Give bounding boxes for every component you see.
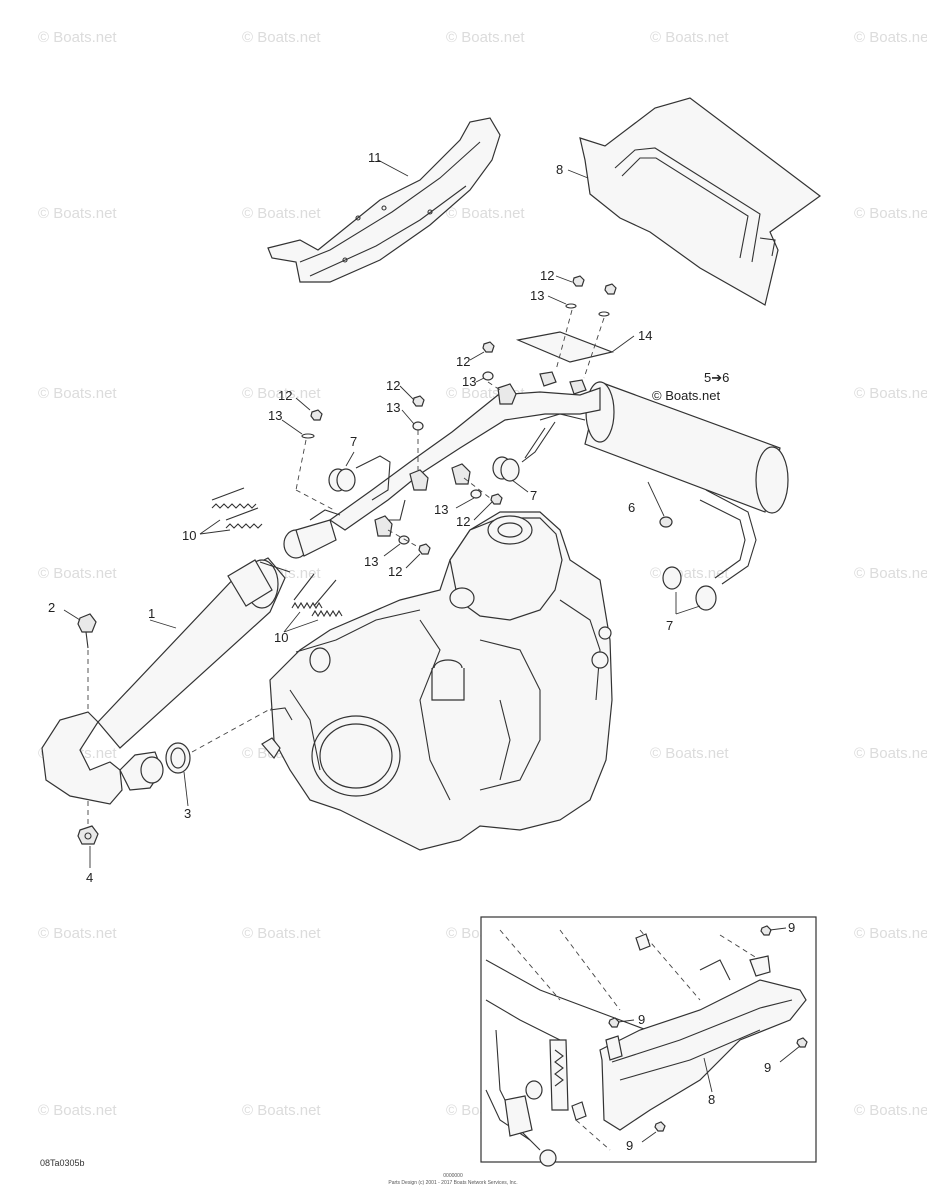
- callout-12: 12: [386, 378, 400, 393]
- header-label: © Boats.net: [652, 388, 721, 403]
- footer: 08Ta0305b 0000000 Parts Design (c) 2001 …: [40, 1158, 518, 1186]
- watermark: © Boats.net: [854, 29, 927, 46]
- exhaust-gasket: [165, 707, 273, 807]
- watermark: © Boats.net: [242, 1102, 321, 1119]
- callout-7: 7: [350, 434, 357, 449]
- watermark: © Boats.net: [854, 925, 927, 942]
- callout-14: 14: [638, 328, 652, 343]
- watermark: © Boats.net: [38, 1102, 117, 1119]
- callout-12: 12: [456, 514, 470, 529]
- callout-3: 3: [184, 806, 191, 821]
- callout-12: 12: [278, 388, 292, 403]
- callout-6: 6: [628, 500, 635, 515]
- callout-labels: 11 8 12 13 14 12 13 5➔6 © Boats.net 12 1…: [48, 150, 795, 1153]
- callout-13: 13: [434, 502, 448, 517]
- muffler: [521, 381, 789, 585]
- watermark: © Boats.net: [38, 565, 117, 582]
- heat-shield-upper: [267, 117, 501, 283]
- exhaust-pipe: [41, 557, 291, 805]
- callout-11: 11: [368, 150, 382, 165]
- callout-13: 13: [462, 374, 476, 389]
- footer-id: 0000000: [443, 1173, 463, 1179]
- rubber-mount-middle: [492, 456, 529, 493]
- watermark: © Boats.net: [650, 565, 729, 582]
- callout-7: 7: [666, 618, 673, 633]
- callout-9: 9: [626, 1138, 633, 1153]
- watermark: © Boats.net: [38, 925, 117, 942]
- callout-10: 10: [182, 528, 196, 543]
- pipe-clamp: [283, 509, 341, 559]
- watermark: © Boats.net: [446, 29, 525, 46]
- watermark: © Boats.net: [242, 925, 321, 942]
- callout-9: 9: [788, 920, 795, 935]
- callout-13: 13: [530, 288, 544, 303]
- callout-12: 12: [540, 268, 554, 283]
- rubber-mount-left: [328, 451, 391, 501]
- watermark: © Boats.net: [854, 1102, 927, 1119]
- callout-10: 10: [274, 630, 288, 645]
- watermark: © Boats.net: [854, 385, 927, 402]
- watermark: © Boats.net: [854, 205, 927, 222]
- watermark: © Boats.net: [650, 29, 729, 46]
- inset-detail: [480, 916, 817, 1167]
- springs-upper: [199, 487, 263, 535]
- rubber-mount-right: [662, 566, 717, 615]
- callout-13: 13: [268, 408, 282, 423]
- watermark: © Boats.net: [650, 745, 729, 762]
- callout-9: 9: [764, 1060, 771, 1075]
- heat-shield-right: [567, 97, 822, 306]
- callout-4: 4: [86, 870, 93, 885]
- watermark: © Boats.net: [854, 745, 927, 762]
- mount-brackets: [374, 371, 587, 537]
- parts-arrow: 5➔6: [704, 370, 729, 385]
- callout-2: 2: [48, 600, 55, 615]
- callout-7: 7: [530, 488, 537, 503]
- watermark: © Boats.net: [38, 385, 117, 402]
- watermark: © Boats.net: [38, 29, 117, 46]
- muffler-inlet-pipe: [328, 387, 601, 531]
- bolt-2: [63, 609, 97, 712]
- watermark: © Boats.net: [854, 565, 927, 582]
- callout-9: 9: [638, 1012, 645, 1027]
- footer-copyright: Parts Design (c) 2001 - 2017 Boats Netwo…: [388, 1180, 517, 1186]
- nut-4: [77, 800, 99, 868]
- watermark: © Boats.net: [242, 29, 321, 46]
- callout-8: 8: [556, 162, 563, 177]
- callout-13: 13: [364, 554, 378, 569]
- callout-13: 13: [386, 400, 400, 415]
- callout-12: 12: [388, 564, 402, 579]
- engine-block: [261, 511, 613, 851]
- watermark: © Boats.net: [242, 205, 321, 222]
- watermark: © Boats.net: [242, 385, 321, 402]
- watermark: © Boats.net: [446, 205, 525, 222]
- callout-1: 1: [148, 606, 155, 621]
- heat-shield-plate: [515, 331, 635, 363]
- screws-and-washers: [281, 275, 617, 569]
- springs-lower: [283, 573, 343, 633]
- callout-12: 12: [456, 354, 470, 369]
- watermark: © Boats.net: [38, 205, 117, 222]
- callout-8: 8: [708, 1092, 715, 1107]
- diagram-code: 08Ta0305b: [40, 1158, 85, 1168]
